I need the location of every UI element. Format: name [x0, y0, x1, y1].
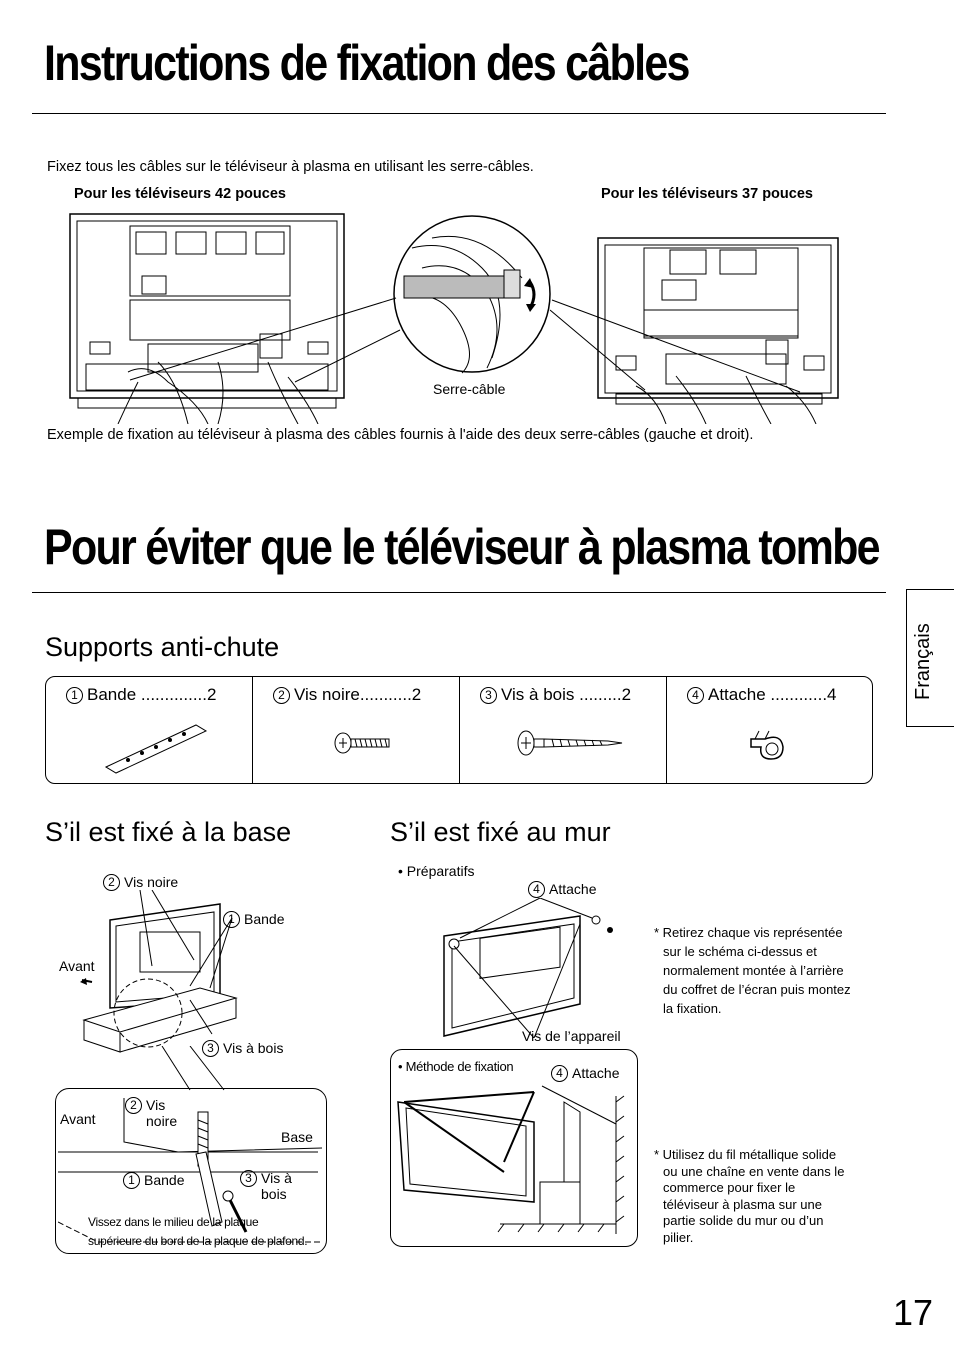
wall-note-2: * Utilisez du fil métallique solide ou u…	[654, 1147, 845, 1245]
title-rule-2	[32, 592, 886, 593]
part-label: Bande ..............2	[87, 685, 217, 704]
page-title-fall: Pour éviter que le téléviseur à plasma t…	[44, 519, 881, 575]
part-number: 1	[66, 687, 83, 704]
label-method: • Méthode de fixation	[398, 1059, 514, 1074]
label-number: 4	[551, 1065, 568, 1082]
cable-caption: Exemple de fixation au téléviseur à plas…	[47, 427, 754, 443]
clamp-label: Serre-câble	[433, 381, 506, 397]
cable-clamp-zoom	[393, 215, 551, 374]
parts-divider	[252, 677, 253, 783]
parts-divider	[666, 677, 667, 783]
label-37-inch: Pour les téléviseurs 37 pouces	[601, 186, 813, 202]
part-label: Attache ............4	[708, 685, 837, 704]
page-title-cable: Instructions de fixation des câbles	[44, 35, 690, 91]
tv-42-rear-illustration	[69, 213, 345, 424]
tv-37-rear-illustration	[597, 237, 839, 424]
parts-divider	[459, 677, 460, 783]
wall-method-illustration	[397, 1085, 625, 1234]
fastener-clip-icon	[750, 730, 784, 760]
wall-prep-illustration	[443, 898, 613, 1038]
label-front: Avant	[59, 958, 95, 974]
cable-intro: Fixez tous les câbles sur le téléviseur …	[47, 159, 534, 175]
part-number: 3	[480, 687, 497, 704]
label-preparation: • Préparatifs	[398, 863, 475, 879]
black-screw-icon	[334, 732, 390, 754]
base-detail-illustration	[58, 1098, 322, 1243]
label-number: 2	[125, 1097, 142, 1114]
label-device-screws: Vis de l’appareil	[522, 1028, 621, 1044]
detail-label-base: Base	[281, 1129, 313, 1145]
language-tab-label: Français	[912, 623, 934, 700]
part-label: Vis à bois .........2	[501, 685, 632, 704]
subtitle-base: S’il est fixé à la base	[45, 817, 292, 847]
wall-method-box	[390, 1049, 638, 1247]
part-number: 4	[687, 687, 704, 704]
subtitle-supports: Supports anti-chute	[45, 632, 280, 662]
detail-label-front: Avant	[60, 1111, 96, 1127]
language-tab: Français	[906, 589, 954, 727]
label-42-inch: Pour les téléviseurs 42 pouces	[74, 186, 286, 202]
label-number: 3	[202, 1040, 219, 1057]
subtitle-wall: S’il est fixé au mur	[390, 817, 611, 847]
label-number: 4	[528, 881, 545, 898]
base-mount-illustration	[80, 890, 238, 1053]
title-rule-1	[32, 113, 886, 114]
wood-screw-icon	[517, 730, 623, 756]
label-number: 3	[240, 1170, 257, 1187]
label-number: 2	[103, 874, 120, 891]
label-number: 1	[123, 1172, 140, 1189]
wall-note-1: * Retirez chaque vis représentée sur le …	[654, 925, 851, 1016]
part-number: 2	[273, 687, 290, 704]
band-icon	[104, 724, 208, 774]
page-number: 17	[893, 1292, 934, 1333]
part-label: Vis noire...........2	[294, 685, 422, 704]
base-detail-box	[55, 1088, 327, 1254]
detail-leader-lines	[161, 1046, 225, 1091]
